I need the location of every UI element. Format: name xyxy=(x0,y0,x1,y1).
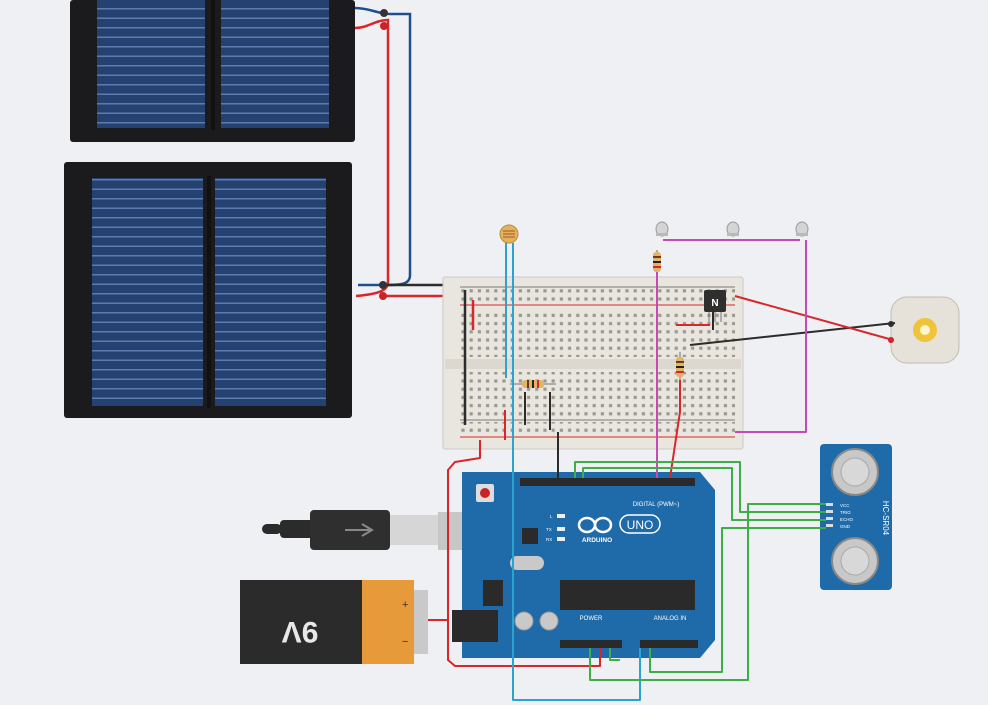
resistor-ldr[interactable] xyxy=(510,380,556,388)
solar-panel-bottom[interactable] xyxy=(64,162,352,418)
arduino-digital-header-label: DIGITAL (PWM~) xyxy=(633,502,680,508)
ultrasonic-pin-gnd: GND xyxy=(840,524,851,529)
arduino-uno[interactable]: UNO ARDUINO DIGITAL (PWM~) POWER ANALOG … xyxy=(452,472,715,658)
led-2[interactable] xyxy=(726,221,740,237)
ultrasonic-model-label: HC-SR04 xyxy=(881,501,890,536)
solar-wires xyxy=(354,6,467,300)
arduino-analog-header-label: ANALOG IN xyxy=(654,616,687,622)
transistor-label: N xyxy=(711,298,718,309)
battery-minus: − xyxy=(402,636,408,648)
solar-panel-top[interactable] xyxy=(70,0,355,142)
ultrasonic-pin-echo: ECHO xyxy=(840,517,854,522)
breadboard[interactable] xyxy=(442,276,744,450)
photoresistor[interactable] xyxy=(499,224,519,378)
arduino-brand-label: ARDUINO xyxy=(582,537,612,544)
resistor-transistor[interactable] xyxy=(676,352,684,382)
battery-9v[interactable]: 9V + − xyxy=(240,580,428,664)
wires xyxy=(428,239,896,701)
arduino-led-rx: RX xyxy=(546,537,552,542)
battery-plus: + xyxy=(402,599,408,611)
ultrasonic-pin-trig: TRIG xyxy=(840,510,851,515)
ultrasonic-pin-vcc: VCC xyxy=(840,503,850,508)
arduino-led-tx: TX xyxy=(546,527,552,532)
arduino-model-label: UNO xyxy=(627,518,654,532)
ultrasonic-sensor[interactable]: HC-SR04 VCC TRIG ECHO GND xyxy=(820,444,892,590)
battery-label: 9V xyxy=(282,615,319,648)
npn-transistor[interactable]: N xyxy=(704,290,726,322)
arduino-led-l: L xyxy=(550,514,553,519)
arduino-power-header-label: POWER xyxy=(580,616,603,622)
arduino-logo-icon xyxy=(577,516,613,534)
led-1[interactable] xyxy=(655,221,669,237)
led-3[interactable] xyxy=(795,221,809,237)
dc-motor[interactable] xyxy=(888,296,960,364)
